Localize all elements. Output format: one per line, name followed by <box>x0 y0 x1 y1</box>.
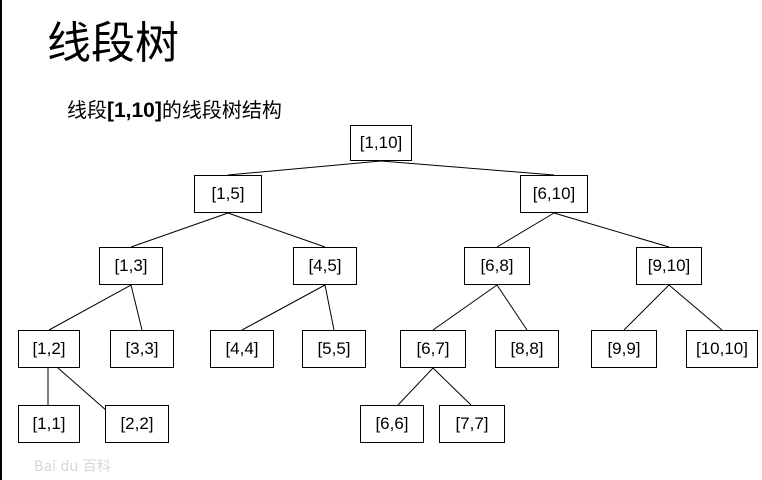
tree-node: [1,5] <box>194 175 262 213</box>
left-border <box>0 0 2 480</box>
tree-edge <box>432 284 498 331</box>
slide-title: 线段树 <box>47 18 179 69</box>
tree-node: [8,8] <box>495 330 559 368</box>
tree-edge <box>623 284 670 331</box>
tree-node: [9,10] <box>636 247 702 285</box>
tree-edge <box>324 284 335 331</box>
tree-edge <box>397 367 434 406</box>
tree-edge <box>432 367 472 406</box>
tree-edge <box>668 284 723 331</box>
caption-suffix: 的线段树结构 <box>161 98 282 122</box>
tree-node: [6,6] <box>360 405 424 443</box>
tree-edge <box>130 284 143 331</box>
tree-edge <box>48 284 132 331</box>
tree-edge <box>553 212 670 248</box>
tree-node: [7,7] <box>439 405 505 443</box>
tree-edge <box>57 367 108 412</box>
tree-node: [5,5] <box>302 330 366 368</box>
tree-node: [4,4] <box>210 330 274 368</box>
tree-node: [1,1] <box>18 405 80 443</box>
tree-edge <box>496 284 528 331</box>
caption-range: [1,10] <box>107 99 162 122</box>
tree-edge <box>130 212 229 248</box>
tree-node: [2,2] <box>105 405 169 443</box>
tree-edge <box>380 160 555 176</box>
tree-node: [10,10] <box>686 330 758 368</box>
caption-prefix: 线段 <box>67 98 107 122</box>
tree-edge <box>227 160 382 176</box>
tree-node: [4,5] <box>293 247 357 285</box>
tree-node: [3,3] <box>110 330 174 368</box>
tree-edge <box>227 212 326 248</box>
tree-edge <box>241 284 326 331</box>
tree-node: [9,9] <box>591 330 657 368</box>
watermark: Bai du 百科 <box>34 459 111 475</box>
tree-node: [6,7] <box>400 330 466 368</box>
diagram-caption: 线段[1,10]的线段树结构 <box>67 95 282 126</box>
tree-node: [1,10] <box>350 125 412 161</box>
tree-node: [6,10] <box>520 175 588 213</box>
tree-edge <box>496 212 555 248</box>
tree-node: [1,3] <box>99 247 163 285</box>
tree-node: [1,2] <box>18 330 80 368</box>
tree-node: [6,8] <box>464 247 530 285</box>
